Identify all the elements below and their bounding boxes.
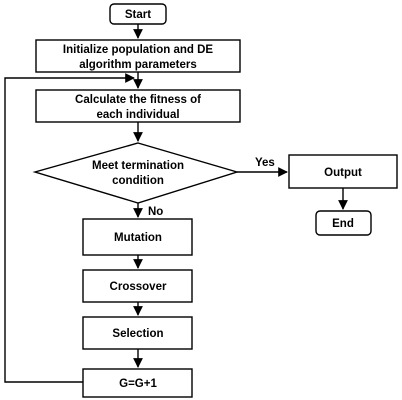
initialize-label-line-2: algorithm parameters <box>79 59 197 71</box>
node-mutation: Mutation <box>82 218 193 256</box>
start-label: Start <box>125 9 151 21</box>
output-label: Output <box>324 167 362 179</box>
node-start: Start <box>109 3 167 25</box>
connectors <box>4 24 348 383</box>
fitness-label-line-1: Calculate the fitness of <box>75 94 201 106</box>
node-output: Output <box>288 154 398 189</box>
mutation-label: Mutation <box>114 232 162 244</box>
increment-label: G=G+1 <box>119 378 157 390</box>
decision-diamond <box>32 142 240 204</box>
node-selection: Selection <box>82 316 193 350</box>
decision-label-line-1: Meet termination <box>92 160 184 172</box>
node-end: End <box>315 210 372 236</box>
node-increment: G=G+1 <box>82 368 193 398</box>
node-decision: Meet termination condition <box>32 142 240 204</box>
crossover-label: Crossover <box>110 281 167 293</box>
node-fitness: Calculate the fitness of each individual <box>35 89 241 123</box>
initialize-label-line-1: Initialize population and DE <box>63 44 213 56</box>
no-label: No <box>148 206 163 218</box>
node-initialize: Initialize population and DE algorithm p… <box>35 39 241 73</box>
start-terminal <box>109 3 167 25</box>
loop-back-arrow <box>4 73 135 383</box>
crossover-box <box>82 269 193 303</box>
increment-box <box>82 368 193 398</box>
selection-box <box>82 316 193 350</box>
fitness-box <box>35 89 241 123</box>
fitness-label-line-2: each individual <box>96 109 179 121</box>
end-terminal <box>315 210 372 236</box>
yes-label: Yes <box>255 157 275 169</box>
decision-label-line-2: condition <box>112 175 164 187</box>
mutation-box <box>82 218 193 256</box>
end-label: End <box>332 218 354 230</box>
node-crossover: Crossover <box>82 269 193 303</box>
selection-label: Selection <box>112 328 163 340</box>
initialize-box <box>35 39 241 73</box>
output-box <box>288 154 398 189</box>
